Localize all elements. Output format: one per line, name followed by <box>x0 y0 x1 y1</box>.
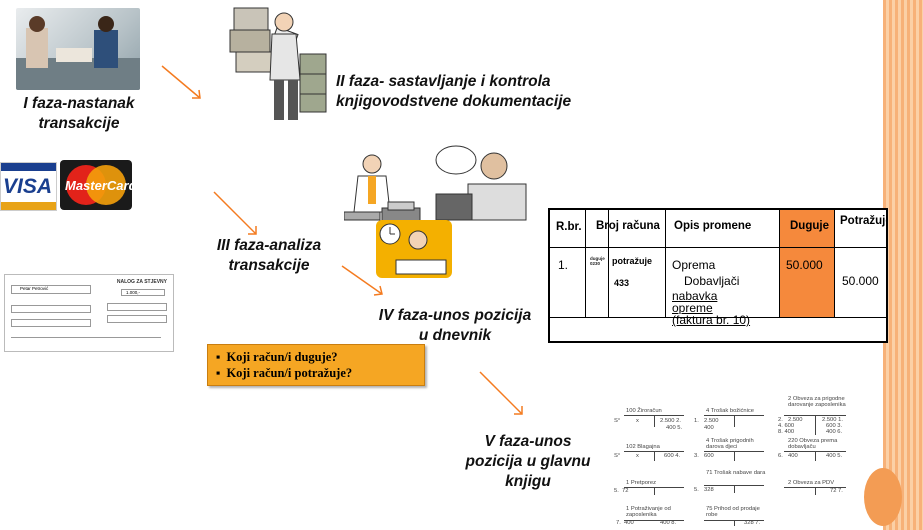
arrow-phase3-to-phase4 <box>341 265 383 296</box>
mastercard-logo: MasterCard <box>60 160 132 210</box>
question-potrazuje: Koji račun/i potražuje? <box>216 365 424 381</box>
row-rbr: 1. <box>558 258 569 272</box>
t-account-title: 75 Prihod od prodaje robe <box>706 506 760 518</box>
row-duguje-account: duguje 0230 <box>590 256 605 266</box>
form-amount-field: 1.000,- <box>121 289 165 296</box>
shop-transaction-photo <box>16 8 140 90</box>
form-name-field: Petar Petrović <box>11 285 91 294</box>
questions-box: Koji račun/i duguje? Koji račun/i potraž… <box>207 344 425 386</box>
arrow-phase2-to-phase3 <box>213 191 257 235</box>
form-title: NALOG ZA STJEVNY <box>116 279 167 285</box>
header-potrazuje: Potražuje <box>840 215 888 227</box>
row-opis-oprema: Oprema <box>672 258 716 272</box>
visa-card-logo: VISA <box>0 162 57 211</box>
journal-entry-table: R.br. Broj računa Opis promene Duguje Po… <box>548 208 888 343</box>
clerk-carrying-files-illustration <box>229 7 327 120</box>
decorative-stripe <box>883 0 923 530</box>
t-account-title: 102 Blagajna <box>626 444 660 450</box>
t-account-title: 100 Žiroračun <box>626 408 662 414</box>
row-potrazuje-label: potražuje <box>612 256 653 266</box>
phase1-label: I faza-nastanak transakcije <box>23 95 135 132</box>
t-account-title: 2 Obveza za prigodne darovanje zaposleni… <box>788 396 846 408</box>
t-account-title: 4 Trošak božićnice <box>706 408 755 414</box>
phase2-label: II faza- sastavljanje i kontrola knjigov… <box>336 73 572 110</box>
phase5-label: V faza-unos pozicija u glavnu knjigu <box>465 433 591 490</box>
question-duguje: Koji račun/i duguje? <box>216 349 424 365</box>
accountant-reading-book-illustration <box>435 145 527 221</box>
payment-order-form: NALOG ZA STJEVNY Petar Petrović 1.000,- <box>4 274 174 352</box>
phase4-label: IV faza-unos pozicija u dnevnik <box>378 307 532 344</box>
t-account-title: 1 Pretporez <box>626 480 656 486</box>
row-potrazuje-amount: 50.000 <box>842 274 879 288</box>
general-ledger-t-accounts: 100 Žiroračun S° x 2.500 2. 400 5. 102 B… <box>612 396 870 526</box>
header-rbr: R.br. <box>556 221 582 233</box>
t-account-title: 4 Trošak prigodnih darova djeci <box>706 438 754 450</box>
header-opis-promene: Opis promene <box>674 220 752 232</box>
decorative-circle <box>864 468 902 526</box>
t-account-title: 71 Trošak nabave dara <box>706 470 766 476</box>
row-duguje-amount: 50.000 <box>786 258 823 272</box>
clerk-with-clock-illustration <box>376 220 452 278</box>
t-account-title: 1 Potraživanje od zaposlenika <box>626 506 671 518</box>
row-account-433: 433 <box>614 278 630 288</box>
header-broj-racuna: Broj računa <box>596 220 660 232</box>
header-duguje: Duguje <box>790 220 829 232</box>
arrow-phase4-to-phase5 <box>479 371 523 415</box>
row-opis-link-opreme[interactable]: opreme <box>672 301 713 315</box>
arrow-phase1-to-phase2 <box>161 65 201 99</box>
phase3-label: III faza-analiza transakcije <box>216 237 322 274</box>
t-account-title: 220 Obveza prema dobavljaču <box>788 438 838 450</box>
t-account-title: 2 Obveza za PDV <box>788 480 835 486</box>
row-opis-dobavljaci: Dobavljači <box>684 274 740 288</box>
row-opis-link-nabavka[interactable]: nabavka <box>672 289 718 303</box>
